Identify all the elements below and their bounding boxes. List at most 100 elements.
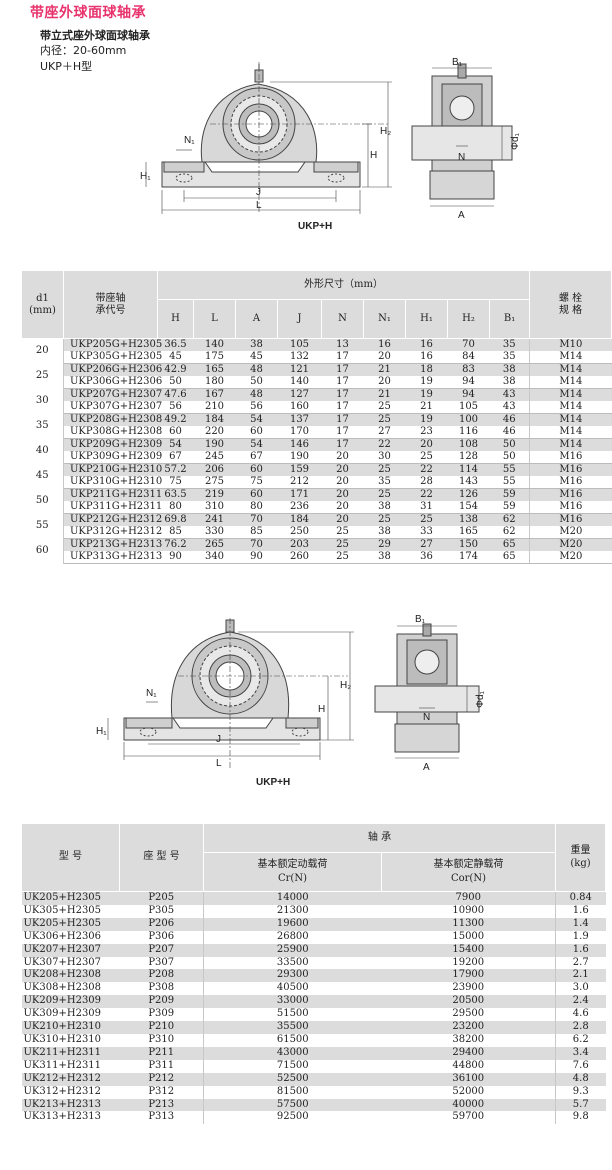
dimension-cell: 55 — [489, 463, 530, 476]
dimension-cell: 20 — [321, 488, 364, 501]
housing-cell: P306 — [148, 930, 175, 942]
weight-cell: 5.7 — [555, 1098, 606, 1112]
dim-h-label: H — [370, 150, 377, 161]
dimension-cell: 63.5 — [157, 488, 194, 501]
col-h2: H₂ — [447, 299, 490, 339]
model-cell: UK313+H2313 — [23, 1111, 102, 1123]
pillow-block-front-view-2: N₁ H₁ J L H H₂ — [96, 618, 354, 769]
col-l: L — [193, 299, 236, 339]
bolt-size-cell: M14 — [529, 376, 612, 389]
weight-cell: 2.8 — [555, 1021, 606, 1034]
bolt-size-cell: M16 — [529, 451, 612, 464]
dimension-cell: 116 — [447, 426, 490, 439]
dimension-cell: 59 — [489, 488, 530, 501]
model-cell: UKP212G+H2312 — [63, 513, 162, 526]
dimension-cell: 45 — [157, 351, 194, 364]
dimension-cell: 132 — [277, 351, 322, 364]
static-load-cell: 15000 — [452, 930, 485, 942]
bore-diameter-cell: 55 — [21, 513, 64, 539]
col-b1: B₁ — [488, 299, 531, 339]
col-group-bearing: 轴 承 — [203, 823, 556, 853]
col-d1: d1(mm) — [21, 270, 64, 339]
dimension-cell: 121 — [277, 363, 322, 376]
dimension-cell: 54 — [235, 438, 278, 451]
dimension-cell: 310 — [193, 501, 236, 514]
dimension-cell: 146 — [277, 438, 322, 451]
product-type: UKP＋H型 — [40, 60, 93, 73]
dimension-cell: 25 — [321, 538, 364, 551]
dimension-cell: 27 — [405, 538, 448, 551]
dimension-cell: 220 — [193, 426, 236, 439]
dimension-cell: 165 — [447, 526, 490, 539]
dimension-cell: 36 — [405, 551, 448, 564]
housing-cell: P312 — [148, 1085, 175, 1097]
dimension-cell: 38 — [489, 376, 530, 389]
weight-cell: 7.6 — [555, 1059, 606, 1073]
weight-cell: 0.84 — [555, 891, 606, 905]
model-cell: UK208+H2308 — [21, 969, 120, 983]
dimension-cell: 22 — [363, 438, 406, 451]
dynamic-load-cell: 57500 — [203, 1098, 382, 1112]
dimension-cell: 35 — [363, 476, 406, 489]
static-load-cell: 19200 — [452, 956, 485, 968]
bolt-size-cell: M16 — [529, 513, 612, 526]
dimension-cell: 20 — [321, 501, 364, 514]
dynamic-load-cell: 25900 — [203, 943, 382, 957]
dimension-cell: 47.6 — [157, 388, 194, 401]
housing-cell: P208 — [119, 969, 204, 983]
dimension-cell: 35 — [489, 351, 530, 364]
dim-n1-label: N₁ — [184, 135, 195, 146]
bore-diameter-cell: 40 — [21, 438, 64, 464]
dimension-cell: 159 — [277, 463, 322, 476]
dim-b1-label: B₁ — [452, 57, 463, 68]
model-cell: UK310+H2310 — [23, 1033, 102, 1045]
model-cell: UK205+H2305 — [21, 891, 120, 905]
model-cell: UKP205G+H2305 — [63, 338, 162, 351]
dimension-cell: 25 — [321, 551, 364, 564]
dimension-cell: 219 — [193, 488, 236, 501]
dimension-cell: 50 — [489, 438, 530, 451]
static-load-cell: 20500 — [381, 995, 556, 1009]
dimensions-table: d1(mm) 带座轴承代号 外形尺寸（mm） 螺 栓规 格 H L A J N … — [21, 270, 612, 564]
dim-l-label: L — [256, 200, 262, 211]
dimension-cell: 126 — [447, 488, 490, 501]
dimension-cell: 22 — [405, 488, 448, 501]
model-cell: UK213+H2313 — [21, 1098, 120, 1112]
bolt-size-cell: M14 — [529, 351, 612, 364]
dimension-cell: 70 — [235, 513, 278, 526]
model-cell: UK211+H2311 — [21, 1046, 120, 1060]
dimension-cell: 184 — [193, 413, 236, 426]
dimension-cell: 90 — [235, 551, 278, 564]
dim-l-label: L — [216, 758, 222, 769]
static-load-cell: 11300 — [381, 917, 556, 931]
bolt-size-cell: M16 — [529, 501, 612, 514]
dim-h1-label: H₁ — [96, 726, 107, 737]
dimension-cell: 108 — [447, 438, 490, 451]
weight-cell: 9.3 — [555, 1085, 606, 1099]
dimension-cell: 171 — [277, 488, 322, 501]
bolt-size-cell: M16 — [529, 488, 612, 501]
dimension-cell: 46 — [489, 413, 530, 426]
model-cell: UKP309G+H2309 — [63, 451, 162, 464]
static-load-cell: 29500 — [452, 1008, 485, 1020]
dimension-cell: 250 — [277, 526, 322, 539]
dimension-cell: 36.5 — [157, 338, 194, 351]
dimension-cell: 94 — [447, 376, 490, 389]
housing-cell: P310 — [148, 1033, 175, 1045]
dim-b1-label: B₁ — [415, 614, 426, 625]
dimension-cell: 140 — [277, 376, 322, 389]
dim-h2-label: H₂ — [340, 680, 351, 691]
weight-cell: 1.9 — [555, 930, 606, 944]
static-load-cell: 36100 — [381, 1072, 556, 1086]
